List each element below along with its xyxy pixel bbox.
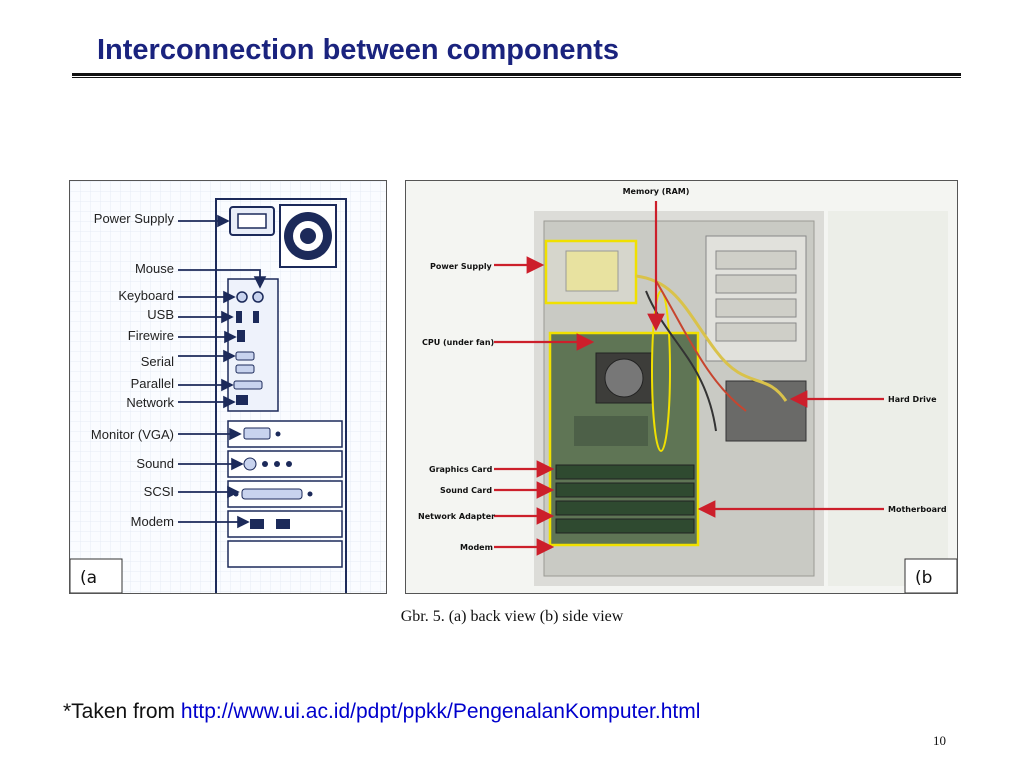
label-serial: Serial <box>141 354 174 369</box>
title-underline <box>72 73 961 78</box>
label-graphics-card: Graphics Card <box>429 465 493 474</box>
slide-title: Interconnection between components <box>97 34 620 66</box>
label-b-modem: Modem <box>460 543 493 552</box>
label-mouse: Mouse <box>135 261 174 276</box>
side-view-figure: Memory (RAM) Power Supply CPU (under fan… <box>405 180 958 594</box>
label-network: Network <box>126 395 174 410</box>
page-number: 10 <box>933 733 946 748</box>
figure-caption: Gbr. 5. (a) back view (b) side view <box>400 608 624 625</box>
figure-b-tag: (b <box>915 568 932 588</box>
label-usb: USB <box>147 307 174 322</box>
back-view-figure: Power Supply Mouse Keyboard USB Firewire… <box>69 180 387 594</box>
label-modem: Modem <box>131 514 174 529</box>
label-parallel: Parallel <box>131 376 174 391</box>
label-motherboard: Motherboard <box>888 505 947 514</box>
hard-drive-icon <box>725 380 807 442</box>
label-network-adapter: Network Adapter <box>418 512 495 521</box>
label-scsi: SCSI <box>144 484 174 499</box>
figure-a-tag: (a <box>80 568 97 588</box>
credit-prefix: *Taken from <box>63 700 181 723</box>
label-firewire: Firewire <box>128 328 174 343</box>
label-sound: Sound <box>136 456 174 471</box>
source-link[interactable]: http://www.ui.ac.id/pdpt/ppkk/Pengenalan… <box>180 700 701 723</box>
label-b-power-supply: Power Supply <box>430 262 493 271</box>
label-keyboard: Keyboard <box>118 288 174 303</box>
source-credit: *Taken from http://www.ui.ac.id/pdpt/ppk… <box>63 700 700 724</box>
label-cpu: CPU (under fan) <box>422 338 494 347</box>
label-monitor-vga: Monitor (VGA) <box>91 427 174 442</box>
label-sound-card: Sound Card <box>440 486 492 495</box>
cpu-fan-icon <box>604 358 644 398</box>
label-memory-ram: Memory (RAM) <box>623 187 690 196</box>
label-power-supply: Power Supply <box>94 211 175 226</box>
label-hard-drive: Hard Drive <box>888 395 937 404</box>
